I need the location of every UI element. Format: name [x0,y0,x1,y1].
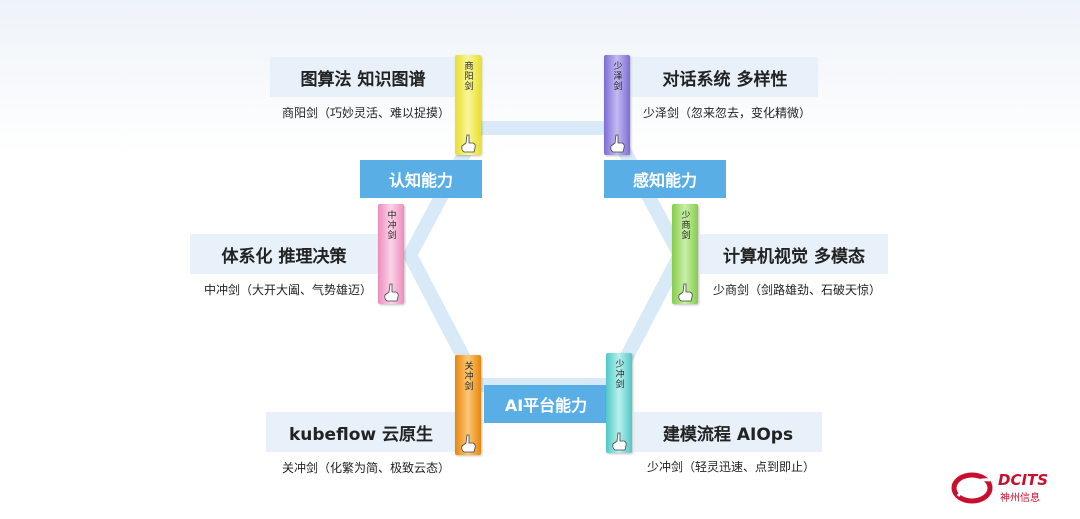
logo-name: DCITS [998,471,1049,489]
sword-label: 少商剑 [679,210,690,240]
capability-cognitive: 认知能力 [360,160,482,198]
pointing-hand-icon [678,283,693,302]
sword-label: 少泽剑 [611,61,622,91]
topic-kubeflow: kubeflow 云原生 [266,412,456,452]
topic-dialog-system: 对话系统 多样性 [632,57,818,97]
desc-shangyang: 商阳剑（巧妙灵活、难以捉摸） [281,106,450,120]
pointing-hand-icon [612,432,627,451]
sword-shangyang: 商阳剑 [455,55,481,155]
dcits-logo-icon [951,472,993,504]
sword-shaoshang: 少商剑 [672,204,698,304]
sword-guanchong: 关冲剑 [455,355,481,455]
pointing-hand-icon [461,434,476,453]
pointing-hand-icon [610,134,625,153]
sword-label: 关冲剑 [462,361,473,391]
sword-label: 少冲剑 [613,359,624,389]
desc-guanchong: 关冲剑（化繁为简、极致云态） [281,461,450,475]
desc-shaoze: 少泽剑（忽来忽去，变化精微） [642,106,811,120]
pointing-hand-icon [461,134,476,153]
topic-computer-vision: 计算机视觉 多模态 [700,234,888,274]
sword-shaoze: 少泽剑 [604,55,630,155]
desc-zhongchong: 中冲剑（大开大阖、气势雄迈） [203,283,372,297]
desc-shaochong: 少冲剑（轻灵迅速、点到即止） [646,460,815,474]
sword-shaochong: 少冲剑 [606,353,632,453]
topic-graph-algorithm: 图算法 知识图谱 [270,57,456,97]
desc-shaoshang: 少商剑（剑路雄劲、石破天惊） [712,283,881,297]
topic-aiops: 建模流程 AIOps [634,412,822,452]
logo-subtitle: 神州信息 [1000,493,1040,504]
sword-label: 中冲剑 [385,210,396,240]
capability-perception: 感知能力 [604,160,726,198]
sword-label: 商阳剑 [462,61,473,91]
capability-ai-platform: AI平台能力 [484,385,608,423]
topic-reasoning: 体系化 推理决策 [190,234,378,274]
pointing-hand-icon [384,283,399,302]
sword-zhongchong: 中冲剑 [378,204,404,304]
